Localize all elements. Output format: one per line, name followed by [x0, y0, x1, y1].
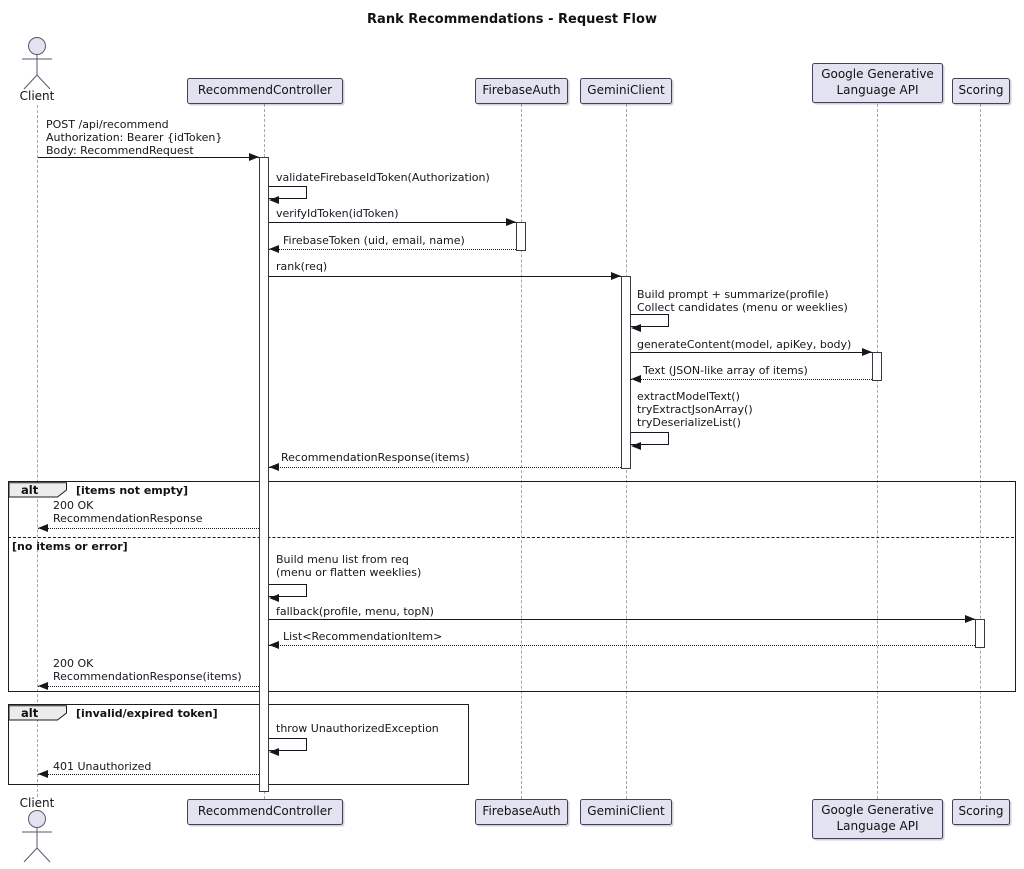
self-arrow-build-menu	[269, 584, 307, 602]
participant-firebaseauth-top: FirebaseAuth	[475, 78, 568, 104]
self-arrow-build-prompt	[631, 314, 669, 332]
alt-frame-else-guard: [no items or error]	[12, 540, 128, 553]
arrow-recommendation-response	[269, 463, 621, 471]
alt-frame-token	[8, 704, 469, 785]
participant-recommendcontroller-bottom: RecommendController	[187, 799, 343, 825]
alt-frame-tag-icon	[9, 482, 67, 498]
msg-build-prompt: Build prompt + summarize(profile) Collec…	[637, 288, 848, 315]
self-arrow-throw-unauthorized	[269, 738, 307, 756]
client-actor-bottom-icon	[22, 810, 52, 863]
participant-scoring-top: Scoring	[952, 78, 1010, 104]
msg-ok-response: 200 OK RecommendationResponse	[53, 499, 203, 526]
lifeline-google-api	[877, 104, 878, 799]
msg-text-return: Text (JSON-like array of items)	[643, 364, 808, 377]
arrow-fallback	[269, 615, 975, 623]
participant-firebaseauth-bottom: FirebaseAuth	[475, 799, 568, 825]
self-arrow-validate-token	[269, 186, 307, 204]
msg-recommendation-response: RecommendationResponse(items)	[281, 451, 470, 464]
activation-recommendcontroller	[259, 157, 269, 792]
participant-geminiclient-top: GeminiClient	[580, 78, 672, 104]
participant-scoring-bottom: Scoring	[952, 799, 1010, 825]
client-actor-icon	[22, 37, 52, 90]
arrow-rank	[269, 272, 621, 280]
msg-verify-id-token: verifyIdToken(idToken)	[276, 207, 399, 220]
alt-frame-divider	[8, 537, 1014, 538]
msg-request: POST /api/recommend Authorization: Beare…	[46, 118, 223, 158]
msg-throw-unauthorized: throw UnauthorizedException	[276, 722, 439, 735]
participant-client-bottom: Client	[19, 796, 55, 810]
arrow-generate-content	[631, 348, 872, 356]
participant-client-top: Client	[19, 89, 55, 103]
activation-scoring	[975, 619, 985, 648]
msg-list-return: List<RecommendationItem>	[283, 630, 443, 643]
alt-frame-token-label: alt	[21, 706, 39, 720]
msg-firebase-token-return: FirebaseToken (uid, email, name)	[283, 234, 465, 247]
participant-google-api-top: Google Generative Language API	[812, 63, 943, 103]
activation-google-api	[872, 352, 882, 381]
arrow-unauthorized	[38, 770, 259, 778]
activation-geminiclient	[621, 276, 631, 469]
alt-frame-items-label: alt	[21, 483, 39, 497]
participant-recommendcontroller-top: RecommendController	[187, 78, 343, 104]
msg-rank: rank(req)	[276, 260, 328, 273]
msg-validate-token: validateFirebaseIdToken(Authorization)	[276, 171, 490, 184]
msg-build-menu: Build menu list from req (menu or flatte…	[276, 553, 422, 580]
diagram-title: Rank Recommendations - Request Flow	[367, 12, 657, 27]
alt-frame-token-tag-icon	[9, 705, 67, 721]
arrow-list-return	[269, 641, 975, 649]
msg-unauthorized: 401 Unauthorized	[53, 760, 152, 773]
msg-generate-content: generateContent(model, apiKey, body)	[637, 338, 852, 351]
arrow-ok-response	[38, 524, 259, 532]
participant-geminiclient-bottom: GeminiClient	[580, 799, 672, 825]
lifeline-firebaseauth	[521, 104, 522, 799]
msg-ok-response-items: 200 OK RecommendationResponse(items)	[53, 657, 242, 684]
arrow-verify-id-token	[269, 218, 516, 226]
participant-google-api-bottom: Google Generative Language API	[812, 799, 943, 839]
arrow-ok-response-items	[38, 682, 259, 690]
alt-frame-items	[8, 481, 1016, 692]
arrow-firebase-token-return	[269, 245, 516, 253]
alt-frame-token-guard: [invalid/expired token]	[76, 707, 218, 720]
activation-firebaseauth	[516, 222, 526, 251]
self-arrow-extract	[631, 432, 669, 450]
lifeline-client	[37, 105, 38, 797]
msg-fallback: fallback(profile, menu, topN)	[276, 605, 434, 618]
alt-frame-items-guard: [items not empty]	[76, 484, 189, 497]
lifeline-scoring	[980, 104, 981, 799]
arrow-request	[38, 153, 259, 161]
arrow-text-return	[631, 375, 872, 383]
msg-extract: extractModelText() tryExtractJsonArray()…	[637, 390, 753, 430]
